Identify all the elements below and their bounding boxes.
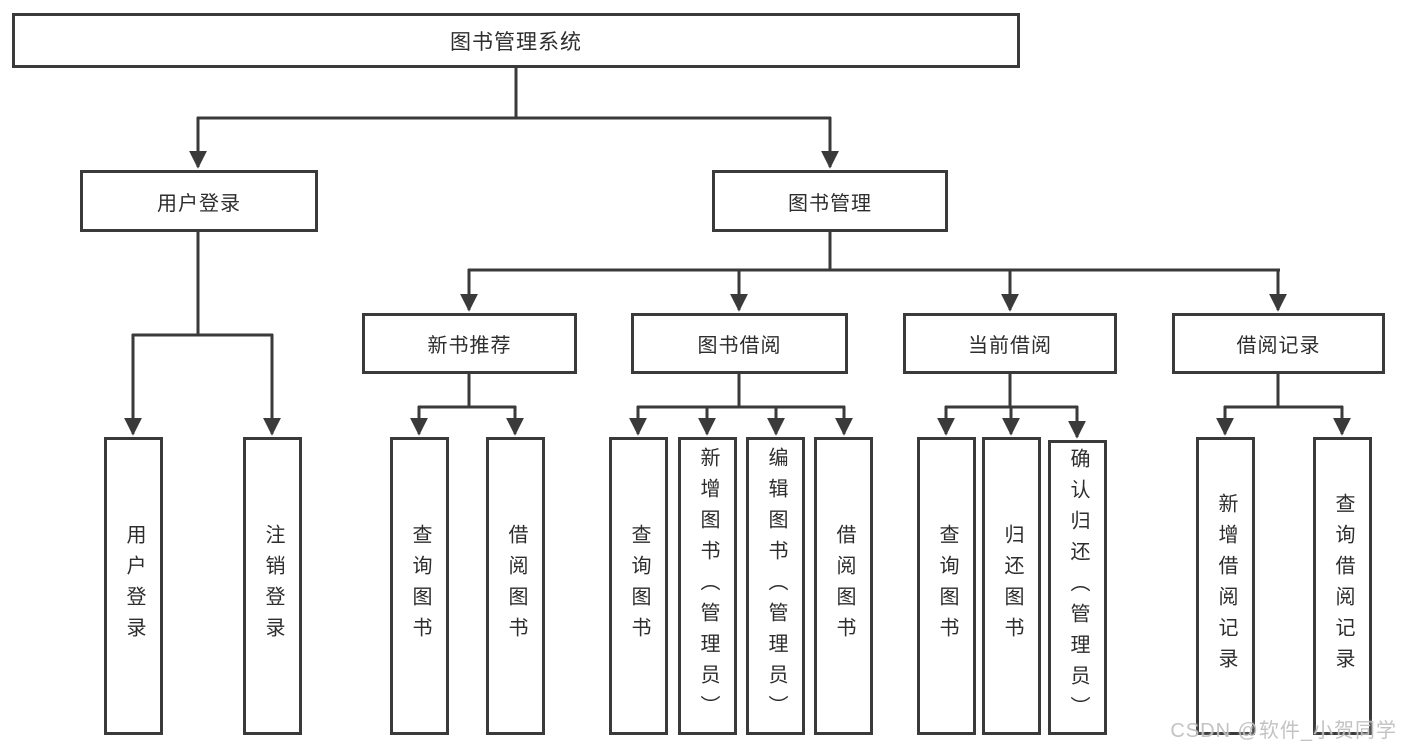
node-label: 图书管理: [788, 192, 872, 215]
node-label: 用户登录: [123, 524, 145, 648]
node-new-book-recommendation: 新书推荐: [362, 313, 577, 374]
leaf-query-books-recommend: 查询图书: [390, 437, 449, 735]
node-label: 当前借阅: [968, 335, 1052, 357]
node-label: 新增图书（管理员）: [697, 446, 719, 726]
leaf-query-books-current: 查询图书: [917, 437, 976, 735]
node-book-management-branch: 图书管理: [712, 170, 948, 232]
leaf-borrow-books-borrowing: 借阅图书: [814, 437, 873, 735]
leaf-return-book: 归还图书: [982, 437, 1041, 735]
node-label: 借阅图书: [833, 524, 855, 648]
leaf-confirm-return-admin: 确认归还（管理员）: [1048, 440, 1107, 735]
node-label: 新书推荐: [427, 335, 512, 357]
node-book-borrowing: 图书借阅: [631, 313, 848, 374]
node-label: 借阅记录: [1236, 335, 1321, 357]
leaf-user-login: 用户登录: [104, 437, 163, 735]
leaf-borrow-books-recommend: 借阅图书: [486, 437, 545, 735]
node-label: 查询图书: [628, 524, 650, 648]
node-label: 查询借阅记录: [1332, 493, 1354, 679]
leaf-add-book-admin: 新增图书（管理员）: [678, 437, 737, 735]
node-current-borrowing: 当前借阅: [903, 313, 1117, 374]
csdn-watermark: CSDN @软件_小贺同学: [1170, 720, 1397, 742]
node-label: 用户登录: [157, 192, 241, 215]
node-label: 查询图书: [409, 524, 431, 648]
node-label: 新增借阅记录: [1215, 493, 1237, 679]
leaf-edit-book-admin: 编辑图书（管理员）: [746, 437, 805, 735]
node-label: 确认归还（管理员）: [1067, 448, 1089, 727]
node-label: 注销登录: [262, 524, 284, 648]
leaf-logout: 注销登录: [243, 437, 302, 735]
node-label: 编辑图书（管理员）: [765, 446, 787, 726]
node-library-management-system: 图书管理系统: [12, 13, 1020, 68]
leaf-add-borrow-record: 新增借阅记录: [1196, 437, 1255, 735]
leaf-query-borrow-record: 查询借阅记录: [1313, 437, 1372, 735]
node-label: 借阅图书: [505, 524, 527, 648]
node-borrowing-records: 借阅记录: [1172, 313, 1385, 374]
node-label: 图书借阅: [697, 335, 782, 357]
node-label: 查询图书: [936, 524, 958, 648]
node-user-login-branch: 用户登录: [80, 170, 318, 232]
node-label: 归还图书: [1001, 524, 1023, 648]
leaf-query-books-borrowing: 查询图书: [609, 437, 668, 735]
node-label: 图书管理系统: [450, 30, 582, 54]
